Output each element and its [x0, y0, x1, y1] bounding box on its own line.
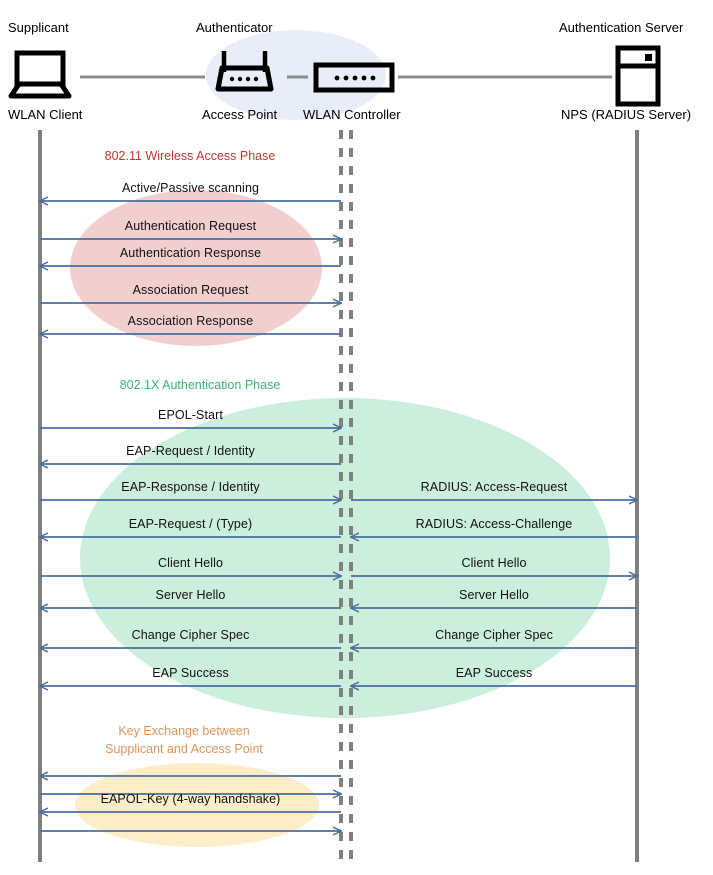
actor-role-authenticator: Authenticator — [196, 20, 273, 35]
message-label: RADIUS: Access-Challenge — [415, 517, 573, 531]
message-arrows — [40, 201, 637, 831]
phase-label-key-exchange-line-1: Key Exchange between — [118, 724, 250, 738]
phase-2-ellipse — [80, 398, 610, 718]
message-label: Server Hello — [459, 588, 529, 602]
phase-label-key-exchange: Key Exchange between Supplicant and Acce… — [105, 722, 263, 758]
message-label: Active/Passive scanning — [121, 181, 260, 195]
message-label: EAP-Response / Identity — [121, 480, 260, 494]
message-label: Authentication Request — [124, 219, 257, 233]
actor-name-wlan-controller: WLAN Controller — [303, 107, 401, 122]
message-label: Client Hello — [461, 556, 527, 570]
actor-role-authentication-server: Authentication Server — [559, 20, 684, 35]
message-label: Change Cipher Spec — [131, 628, 250, 642]
message-label: EPOL-Start — [158, 408, 223, 422]
server-icon — [615, 45, 661, 107]
actor-role-supplicant: Supplicant — [8, 20, 69, 35]
wlan-controller-icon — [313, 62, 395, 93]
message-label: EAP Success — [455, 666, 533, 680]
phase-label-802-11: 802.11 Wireless Access Phase — [104, 149, 276, 163]
message-label: Authentication Response — [119, 246, 262, 260]
phase-label-802-1x: 802.1X Authentication Phase — [119, 378, 281, 392]
actor-name-nps-server: NPS (RADIUS Server) — [561, 107, 692, 122]
phase-label-key-exchange-line-2: Supplicant and Access Point — [105, 742, 263, 756]
message-label: EAP-Request / (Type) — [128, 517, 253, 531]
message-label: RADIUS: Access-Request — [420, 480, 568, 494]
message-label: Client Hello — [157, 556, 224, 570]
message-label: Server Hello — [155, 588, 226, 602]
actor-name-access-point: Access Point — [202, 107, 278, 122]
actor-name-wlan-client: WLAN Client — [8, 107, 83, 122]
phase-3-ellipse — [75, 763, 319, 847]
message-label: EAPOL-Key (4-way handshake) — [100, 792, 281, 806]
access-point-icon — [215, 51, 274, 92]
authenticator-group-ellipse — [206, 30, 386, 120]
message-label: Change Cipher Spec — [435, 628, 553, 642]
message-label: Association Response — [127, 314, 254, 328]
laptop-icon — [8, 50, 72, 99]
phase-1-ellipse — [70, 190, 322, 346]
message-label: EAP-Request / Identity — [126, 444, 255, 458]
message-label: Association Request — [132, 283, 249, 297]
message-label: EAP Success — [152, 666, 229, 680]
